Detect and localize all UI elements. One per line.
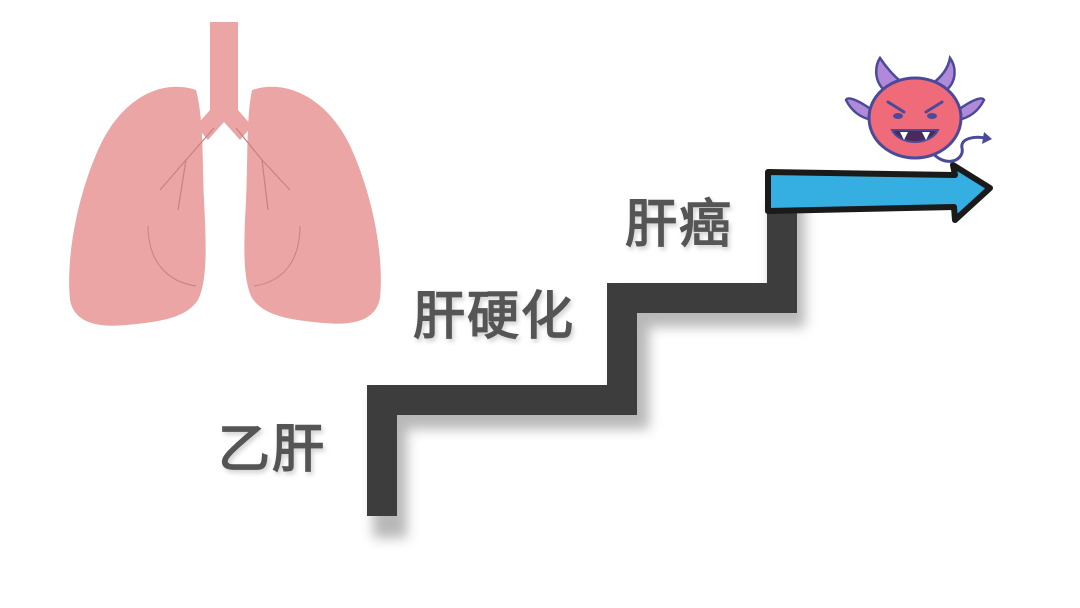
lungs-icon [69,22,381,326]
devil-icon [844,54,992,163]
stage-label-hepatitis-b: 乙肝 [218,420,327,480]
stage-label-cirrhosis: 肝硬化 [413,287,576,347]
arrow-right-icon [765,162,993,223]
stair-path [367,190,797,516]
stage-label-liver-cancer: 肝癌 [625,195,734,255]
